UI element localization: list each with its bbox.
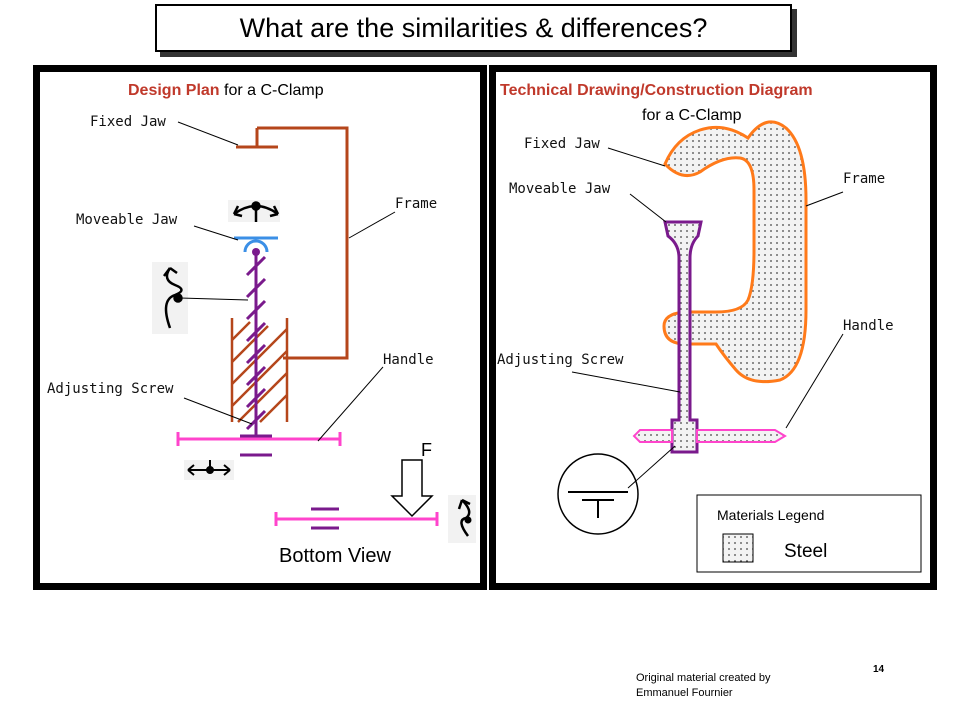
bottom-view-label: Bottom View	[279, 545, 391, 567]
technical-drawing-heading: Technical Drawing/Construction Diagram	[500, 82, 813, 100]
rotation-arrow-icon	[228, 200, 280, 222]
left-handle	[176, 432, 342, 446]
legend-steel-label: Steel	[784, 541, 828, 562]
label-adjusting-screw: Adjusting Screw	[47, 381, 174, 397]
page-number: 14	[873, 664, 885, 675]
right-c-clamp-frame	[662, 120, 808, 384]
slide-title: What are the similarities & differences?	[155, 4, 792, 52]
label-frame: Frame	[395, 196, 438, 212]
label-frame-right: Frame	[843, 171, 886, 187]
right-leader-lines	[571, 147, 844, 489]
left-screw-housing	[230, 318, 289, 423]
force-label: F	[421, 440, 432, 460]
right-handle	[632, 429, 787, 443]
left-frame	[236, 126, 349, 360]
left-leader-lines	[177, 121, 396, 442]
bottom-view-drawing	[274, 459, 476, 543]
design-plan-heading-strong: Design Plan	[128, 82, 220, 99]
label-handle-right: Handle	[843, 318, 894, 334]
technical-drawing-heading-line2: for a C-Clamp	[642, 107, 742, 124]
right-adjusting-screw	[663, 220, 703, 454]
credit-note: Original material created by Emmanuel Fo…	[636, 671, 771, 701]
left-moveable-jaw	[234, 236, 278, 256]
label-moveable-jaw-right: Moveable Jaw	[509, 181, 611, 197]
label-moveable-jaw: Moveable Jaw	[76, 212, 178, 228]
label-handle: Handle	[383, 352, 434, 368]
bottom-arrow-icon	[184, 460, 234, 480]
materials-legend-title: Materials Legend	[717, 507, 825, 523]
technical-drawing-heading-strong: Technical Drawing/Construction Diagram	[500, 82, 813, 99]
design-plan-heading: Design Plan for a C-Clamp	[128, 82, 324, 100]
left-adjusting-screw	[240, 252, 272, 457]
right-detail-circle	[557, 453, 639, 535]
credit-line-1: Original material created by	[636, 672, 771, 684]
credit-line-2: Emmanuel Fournier	[636, 687, 733, 699]
steel-swatch	[722, 533, 754, 563]
label-fixed-jaw-right: Fixed Jaw	[524, 136, 600, 152]
label-fixed-jaw: Fixed Jaw	[90, 114, 166, 130]
label-adjusting-screw-right: Adjusting Screw	[497, 352, 624, 368]
design-plan-heading-rest: for a C-Clamp	[219, 82, 324, 99]
